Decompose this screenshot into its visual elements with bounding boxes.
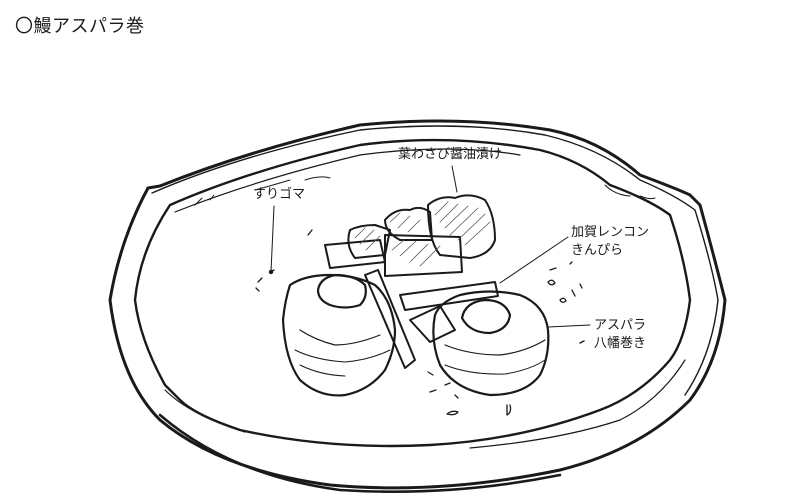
label-hawasabi: 葉わさび醤油漬け bbox=[398, 147, 503, 162]
sesame-dot bbox=[268, 269, 274, 275]
left-roll bbox=[281, 273, 397, 397]
hawasabi-pile bbox=[324, 194, 496, 277]
label-surigoma: すりゴマ bbox=[253, 187, 306, 202]
label-renkon-line2: きんぴら bbox=[571, 243, 624, 258]
label-renkon-line1: 加賀レンコン bbox=[571, 225, 650, 240]
plate-outer-rim bbox=[108, 119, 727, 490]
label-aspara-yawata: アスパラ 八幡巻き bbox=[594, 317, 646, 353]
right-roll bbox=[432, 290, 550, 397]
label-yawata-line2: 八幡巻き bbox=[594, 336, 647, 351]
hatching bbox=[354, 201, 491, 267]
label-yawata-line1: アスパラ bbox=[594, 318, 647, 333]
dish-title: 〇鰻アスパラ巻 bbox=[15, 16, 145, 37]
label-renkon-kinpira: 加賀レンコン きんぴら bbox=[571, 224, 649, 260]
leader-lines bbox=[270, 165, 591, 344]
crumbs bbox=[255, 229, 583, 416]
plate-inner-rim bbox=[133, 138, 692, 448]
renkon-kinpira bbox=[364, 269, 499, 369]
